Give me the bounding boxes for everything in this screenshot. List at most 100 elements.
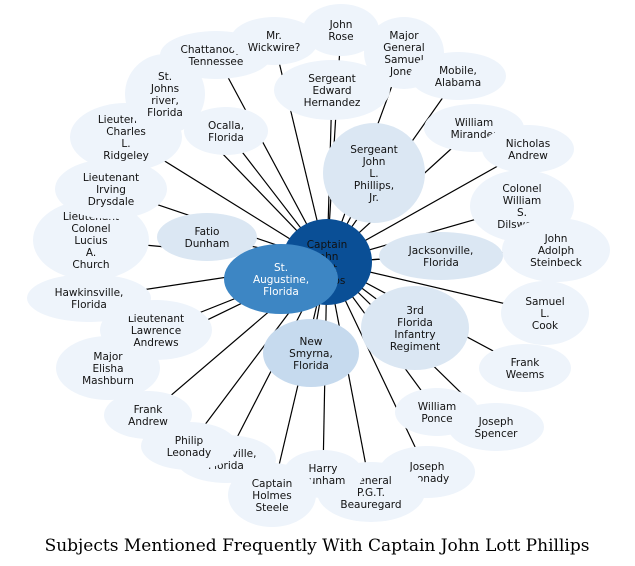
node-st-augustine-florida-bubble	[224, 244, 338, 314]
node-sergeant-john-l-phillips-jr-bubble	[323, 123, 425, 223]
node-lieutenant-colonel-lucius-a-church-label-line: Colonel	[71, 223, 110, 235]
node-lieutenant-colonel-lucius-a-church-label-line: Lucius	[74, 235, 107, 247]
node-frank-andrew-bubble	[104, 391, 192, 439]
node-lieutenant-irving-drysdale-label-line: Irving	[96, 184, 126, 196]
node-philip-leonady-label-line: Philip	[175, 435, 204, 447]
node-lieutenant-colonel-lucius-a-church-label-line: A.	[86, 247, 96, 259]
node-joseph-spencer-label-line: Joseph	[478, 416, 514, 428]
node-st-augustine-florida-label-line: Florida	[263, 286, 299, 298]
node-william-mirander-label-line: Mirander	[451, 129, 499, 141]
node-fatio-dunham-label-line: Fatio	[195, 226, 220, 238]
node-joseph-leonady-label-line: Joseph	[409, 461, 445, 473]
node-ocalla-florida-bubble	[184, 107, 268, 155]
node-sergeant-john-l-phillips-jr-label-line: John	[362, 156, 386, 168]
node-jacksonville-florida-bubble	[379, 232, 503, 280]
node-jacksonville-florida-label-line: Jacksonville,	[408, 245, 474, 257]
node-mobile-alabama-bubble	[410, 52, 506, 100]
node-colonel-william-s-dilsworth-label-line: S.	[517, 207, 527, 219]
node-3rd-florida-infantry-regiment-label-line: Regiment	[390, 341, 440, 353]
node-captain-holmes-steele-label-line: Steele	[255, 502, 288, 514]
node-hawkinsville-florida: Hawkinsville,Florida	[27, 274, 151, 322]
node-3rd-florida-infantry-regiment-label-line: Florida	[397, 317, 433, 329]
node-sergeant-john-l-phillips-jr-label-line: Phillips,	[354, 180, 394, 192]
node-3rd-florida-infantry-regiment-bubble	[361, 286, 469, 370]
node-philip-leonady-label-line: Leonady	[167, 447, 212, 459]
node-jacksonville-florida: Jacksonville,Florida	[379, 232, 503, 280]
node-ocalla-florida-label-line: Florida	[208, 132, 244, 144]
node-john-rose-label-line: Rose	[328, 31, 353, 43]
node-frank-andrew-label-line: Frank	[134, 404, 164, 416]
node-harry-dunham-label-line: Harry	[309, 463, 338, 475]
node-sergeant-john-l-phillips-jr-label-line: L.	[369, 168, 378, 180]
node-john-rose-label-line: John	[329, 19, 353, 31]
node-ocalla-florida-label-line: Ocalla,	[208, 120, 244, 132]
node-hawkinsville-florida-label-line: Hawkinsville,	[55, 287, 124, 299]
node-new-smyrna-florida-label-line: New	[300, 336, 323, 348]
node-3rd-florida-infantry-regiment-label-line: Infantry	[394, 329, 435, 341]
node-lieutenant-charles-l-ridgeley-label-line: L.	[121, 138, 130, 150]
node-lieutenant-charles-l-ridgeley-label-line: Ridgeley	[103, 150, 149, 162]
node-hawkinsville-florida-bubble	[27, 274, 151, 322]
diagram-title: Subjects Mentioned Frequently With Capta…	[45, 536, 590, 556]
node-john-adolph-steinbeck-label-line: Steinbeck	[530, 257, 583, 269]
node-st-augustine-florida-label-line: Augustine,	[253, 274, 309, 286]
node-lieutenant-colonel-lucius-a-church-label-line: Church	[72, 259, 109, 271]
node-fatio-dunham-label-line: Dunham	[185, 238, 230, 250]
node-major-general-samuel-jones-label-line: Major	[389, 30, 419, 42]
node-frank-weems-label-line: Frank	[511, 357, 541, 369]
node-samuel-l-cook-bubble	[501, 281, 589, 345]
center-node-captain-john-lott-phillips-label-line: Captain	[307, 239, 348, 251]
node-john-adolph-steinbeck-label-line: John	[544, 233, 568, 245]
node-william-mirander-label-line: William	[455, 117, 493, 129]
node-frank-weems-label-line: Weems	[506, 369, 544, 381]
node-major-general-samuel-jones-label-line: Samuel	[384, 54, 423, 66]
node-sergeant-edward-hernandez-label-line: Hernandez	[304, 97, 361, 109]
node-captain-holmes-steele-label-line: Captain	[252, 478, 293, 490]
node-mobile-alabama: Mobile,Alabama	[410, 52, 506, 100]
node-chattanooga-tennessee-label-line: Tennessee	[188, 56, 244, 68]
node-mobile-alabama-label-line: Mobile,	[439, 65, 477, 77]
node-william-ponce-bubble	[395, 388, 479, 436]
node-john-adolph-steinbeck-bubble	[502, 218, 610, 282]
node-sergeant-john-l-phillips-jr-label-line: Jr.	[368, 192, 379, 204]
node-lieutenant-irving-drysdale-label-line: Drysdale	[88, 196, 135, 208]
node-st-johns-river-florida-label-line: Johns	[150, 83, 179, 95]
node-fatio-dunham-bubble	[157, 213, 257, 261]
node-mobile-alabama-label-line: Alabama	[435, 77, 481, 89]
node-lieutenant-colonel-lucius-a-church-bubble	[33, 200, 149, 280]
node-lieutenant-lawrence-andrews-label-line: Andrews	[133, 337, 178, 349]
node-john-rose-bubble	[303, 4, 379, 56]
node-new-smyrna-florida-label-line: Florida	[293, 360, 329, 372]
node-st-johns-river-florida-label-line: St.	[158, 71, 172, 83]
node-hawkinsville-florida-label-line: Florida	[71, 299, 107, 311]
node-ocalla-florida: Ocalla,Florida	[184, 107, 268, 155]
node-general-p-g-t-beauregard-label-line: Beauregard	[340, 499, 401, 511]
node-frank-weems-bubble	[479, 344, 571, 392]
node-st-johns-river-florida-label-line: Florida	[147, 107, 183, 119]
node-new-smyrna-florida-bubble	[263, 319, 359, 387]
node-samuel-l-cook-label-line: Samuel	[525, 296, 564, 308]
node-samuel-l-cook-label-line: L.	[540, 308, 549, 320]
node-captain-holmes-steele-label-line: Holmes	[252, 490, 291, 502]
node-mr-wickwire: Mr.Wickwire?	[230, 17, 318, 65]
prominent-node-layer: SergeantJohnL.Phillips,Jr.Jacksonville,F…	[157, 123, 503, 387]
node-nicholas-andrew-bubble	[482, 125, 574, 173]
node-samuel-l-cook-label-line: Cook	[532, 320, 559, 332]
node-major-elisha-mashburn-label-line: Mashburn	[82, 375, 134, 387]
node-william-ponce-label-line: Ponce	[421, 413, 452, 425]
node-lieutenant-lawrence-andrews-label-line: Lieutenant	[128, 313, 184, 325]
node-lieutenant-irving-drysdale-bubble	[55, 159, 167, 219]
